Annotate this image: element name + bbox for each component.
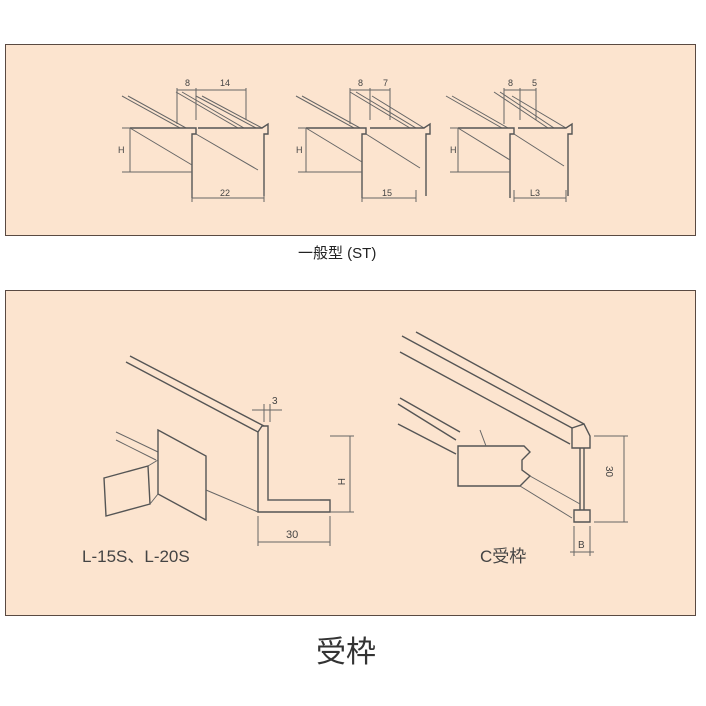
dim-a-label: 8: [508, 78, 513, 88]
st-caption: 一般型 (ST): [298, 245, 377, 262]
dim-b-label: 7: [383, 78, 388, 88]
width-label: B: [578, 540, 585, 551]
width-label: 22: [220, 188, 230, 198]
width-label: 15: [382, 188, 392, 198]
receiving-frame-caption: 受枠: [316, 636, 376, 669]
l-frame-drawing: 3 H 30: [103, 355, 354, 546]
l-frame-label: L-15S、L-20S: [82, 547, 190, 566]
dim-b-label: 14: [220, 78, 230, 88]
dim-a-label: 8: [358, 78, 363, 88]
height-label: H: [296, 145, 303, 155]
st-profile-15: 8 7 H 15: [295, 78, 431, 202]
st-profile-22: 8 14 H 22: [118, 78, 269, 202]
height-label: 30: [603, 466, 614, 478]
width-label: 30: [286, 529, 298, 541]
thickness-label: 3: [272, 396, 278, 407]
dim-b-label: 5: [532, 78, 537, 88]
st-profile-panel: [5, 44, 696, 236]
height-label: H: [335, 478, 346, 485]
c-frame-drawing: 30 B: [397, 331, 628, 556]
dim-a-label: 8: [185, 78, 190, 88]
c-frame-label: C受枠: [480, 547, 526, 566]
height-label: H: [118, 145, 125, 155]
height-label: H: [450, 145, 457, 155]
st-profile-l3: 8 5 H L3: [445, 78, 573, 202]
width-label: L3: [530, 188, 540, 198]
